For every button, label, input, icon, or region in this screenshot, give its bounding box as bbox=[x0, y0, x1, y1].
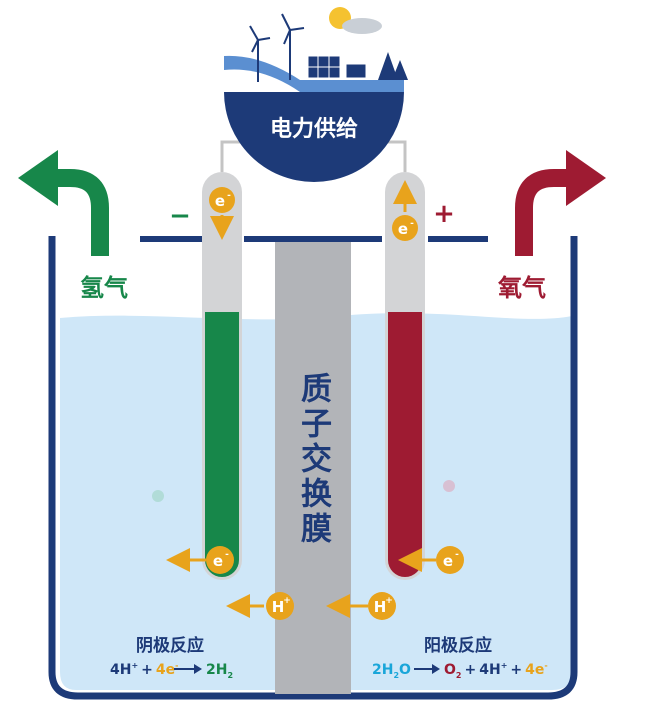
oxygen-label: 氧气 bbox=[498, 274, 546, 302]
svg-text:H: H bbox=[272, 598, 285, 616]
cloud-icon bbox=[342, 18, 382, 34]
cathode-reaction-title: 阴极反应 bbox=[136, 635, 204, 656]
power-supply-emblem: 电力供给 bbox=[224, 7, 408, 182]
anode-reaction-reactant: 2H2O bbox=[372, 662, 411, 680]
proton-particle: H + bbox=[326, 592, 396, 620]
reaction-arrowhead bbox=[194, 664, 202, 674]
oxygen-out-arrow bbox=[515, 150, 606, 256]
tree-icon bbox=[378, 52, 408, 80]
svg-text:e: e bbox=[398, 220, 408, 238]
wind-turbine-icon bbox=[249, 13, 305, 82]
electron-particle: e - bbox=[398, 546, 464, 574]
svg-text:H: H bbox=[374, 598, 387, 616]
membrane-label: 质子交换膜 bbox=[295, 372, 332, 547]
svg-text:e: e bbox=[443, 552, 453, 570]
anode-reaction-title: 阳极反应 bbox=[424, 635, 492, 656]
proton-particle: H + bbox=[226, 592, 294, 620]
power-supply-label: 电力供给 bbox=[270, 116, 358, 142]
svg-text:-: - bbox=[455, 550, 459, 560]
svg-text:+: + bbox=[283, 596, 291, 606]
electron-particle: e - bbox=[166, 546, 234, 574]
bubble bbox=[152, 490, 164, 502]
cathode-electrode bbox=[202, 172, 242, 580]
electron-particle: e - bbox=[392, 180, 418, 241]
hydrogen-out-arrow bbox=[18, 150, 109, 256]
bubble bbox=[443, 480, 455, 492]
svg-text:-: - bbox=[225, 550, 229, 560]
svg-text:+: + bbox=[385, 596, 393, 606]
tank-outline bbox=[48, 236, 578, 700]
cathode-reaction-product: 2H2 bbox=[206, 662, 233, 680]
hydrogen-label: 氢气 bbox=[80, 274, 128, 302]
anode-electrode bbox=[385, 172, 425, 580]
solar-panel-icon bbox=[307, 55, 367, 79]
anode-reaction-products: O2+4H++4e- bbox=[444, 661, 548, 680]
reaction-arrowhead bbox=[432, 664, 440, 674]
cathode-reaction-equation: 4H++4e- bbox=[110, 661, 178, 678]
svg-text:e: e bbox=[215, 192, 225, 210]
svg-text:e: e bbox=[213, 552, 223, 570]
electron-particle: e - bbox=[209, 187, 235, 240]
svg-text:-: - bbox=[410, 219, 414, 229]
cathode-sign: − bbox=[169, 201, 191, 231]
proton-exchange-membrane bbox=[275, 238, 351, 694]
anode-sign: + bbox=[433, 199, 455, 229]
svg-text:-: - bbox=[227, 191, 231, 201]
